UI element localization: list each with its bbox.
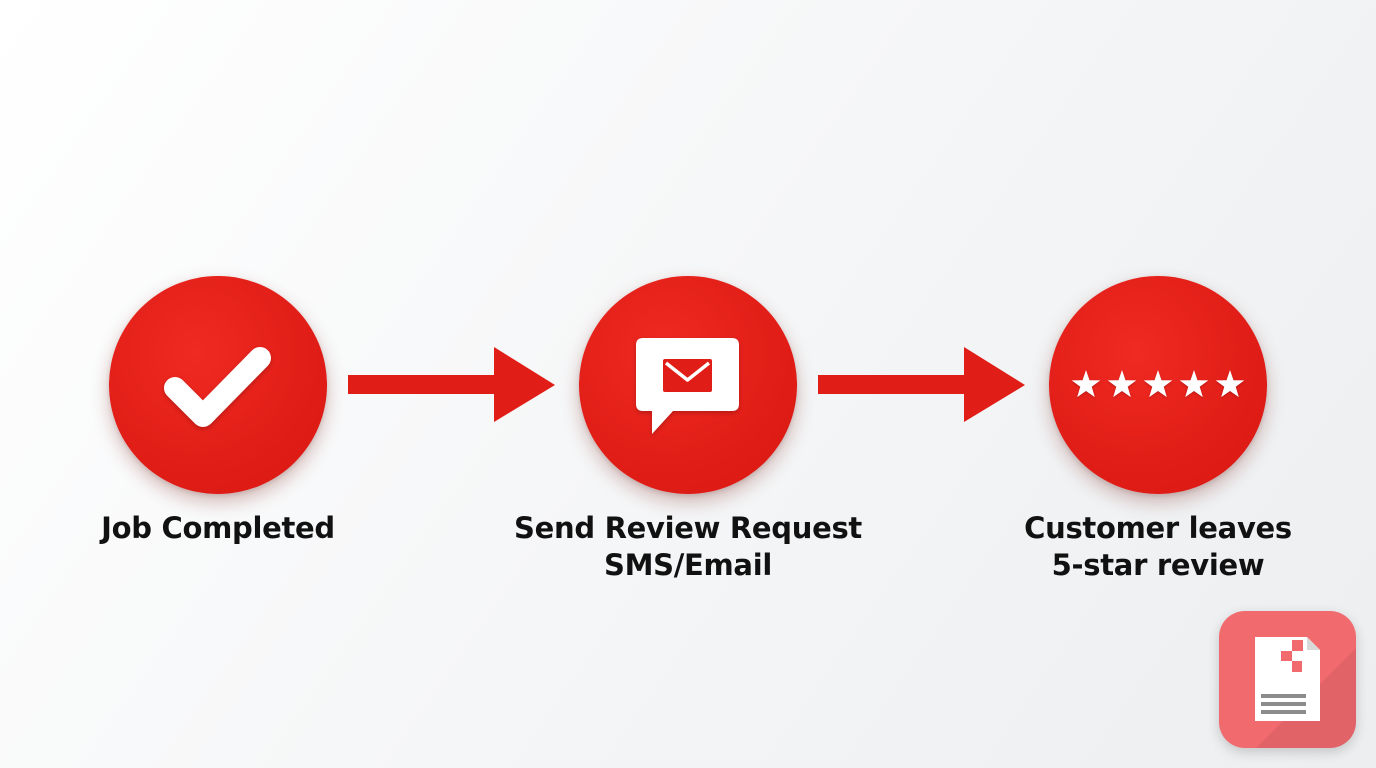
message-envelope-icon	[636, 338, 739, 434]
step-1-circle	[109, 276, 327, 494]
checkmark-icon	[164, 347, 271, 427]
star-icon	[1143, 370, 1173, 398]
arrow-right-icon	[818, 347, 1025, 422]
document-icon	[1255, 637, 1356, 748]
arrow-right-icon	[348, 347, 555, 422]
step-2-circle	[579, 276, 797, 494]
star-icon	[1071, 370, 1101, 398]
step-2-label: Send Review Request SMS/Email	[488, 510, 888, 584]
step-3-label-line-2: 5-star review	[1051, 548, 1265, 582]
step-3-circle	[1049, 276, 1267, 494]
step-3-label-line-1: Customer leaves	[1024, 511, 1292, 545]
step-2-label-line-1: Send Review Request	[514, 511, 862, 545]
star-icon	[1215, 370, 1245, 398]
step-2-label-line-2: SMS/Email	[603, 548, 772, 582]
star-icon	[1179, 370, 1209, 398]
step-3-label: Customer leaves 5-star review	[958, 510, 1358, 584]
step-1-label-line-1: Job Completed	[101, 511, 335, 545]
star-icon	[1107, 370, 1137, 398]
five-stars-icon	[1071, 370, 1245, 398]
document-app-icon[interactable]	[1219, 611, 1356, 748]
step-1-label: Job Completed	[18, 510, 418, 547]
